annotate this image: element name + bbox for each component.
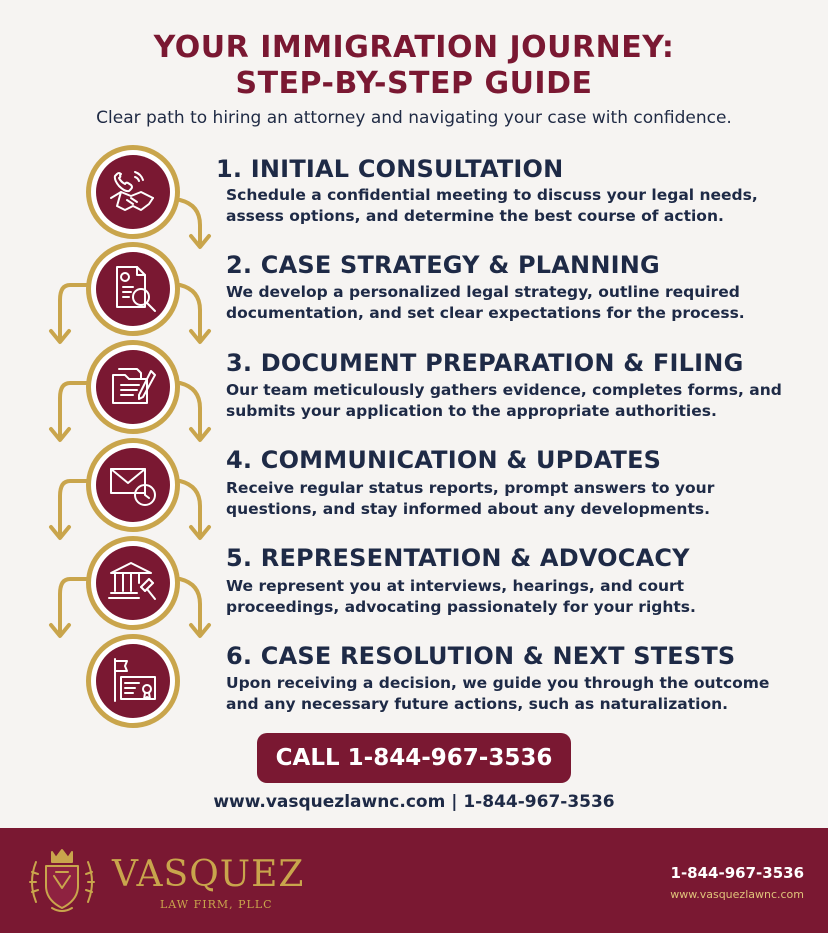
footer-website[interactable]: www.vasquezlawnc.com [670, 888, 804, 901]
step4-desc-line2: questions, and stay informed about any d… [226, 500, 710, 518]
step5-description: We represent you at interviews, hearings… [226, 576, 806, 618]
step1-desc-line1: Schedule a confidential meeting to discu… [226, 186, 758, 204]
step2-description: We develop a personalized legal strategy… [226, 282, 806, 324]
step1-title: 1. INITIAL CONSULTATION [216, 155, 564, 183]
step2-icon-badge [86, 242, 180, 336]
step1-icon-badge [86, 145, 180, 239]
step6-description: Upon receiving a decision, we guide you … [226, 673, 806, 715]
footer-bar: VASQUEZ LAW FIRM, PLLC 1-844-967-3536 ww… [0, 828, 828, 933]
step2-desc-line1: We develop a personalized legal strategy… [226, 283, 740, 301]
step6-desc-line2: and any necessary future actions, such a… [226, 695, 729, 713]
contact-line[interactable]: www.vasquezlawnc.com | 1-844-967-3536 [213, 792, 615, 812]
step3-desc-line2: submits your application to the appropri… [226, 402, 717, 420]
step2-title: 2. CASE STRATEGY & PLANNING [226, 251, 660, 279]
call-button[interactable]: CALL 1-844-967-3536 [257, 733, 571, 783]
step3-desc-line1: Our team meticulously gathers evidence, … [226, 381, 782, 399]
law-firm-emblem-icon [29, 849, 95, 912]
step5-desc-line2: proceedings, advocating passionately for… [226, 598, 696, 616]
document-magnifier-icon [116, 266, 156, 312]
step5-desc-line1: We represent you at interviews, hearings… [226, 577, 685, 595]
step6-title: 6. CASE RESOLUTION & NEXT STESTS [226, 642, 736, 670]
courthouse-gavel-icon [108, 562, 156, 600]
footer-phone[interactable]: 1-844-967-3536 [670, 864, 804, 882]
step3-description: Our team meticulously gathers evidence, … [226, 380, 806, 422]
step4-icon-badge [86, 438, 180, 532]
step4-description: Receive regular status reports, prompt a… [226, 478, 806, 520]
step4-desc-line1: Receive regular status reports, prompt a… [226, 479, 715, 497]
step3-icon-badge [86, 340, 180, 434]
flag-certificate-icon [114, 658, 156, 702]
envelope-clock-icon [110, 468, 156, 506]
step2-desc-line2: documentation, and set clear expectation… [226, 304, 745, 322]
step1-desc-line2: assess options, and determine the best c… [226, 207, 724, 225]
step1-description: Schedule a confidential meeting to discu… [226, 185, 806, 227]
folder-pen-icon [112, 368, 156, 404]
brand-name: VASQUEZ [112, 854, 305, 895]
brand-subtitle: LAW FIRM, PLLC [160, 898, 273, 911]
step6-icon-badge [86, 634, 180, 728]
step4-title: 4. COMMUNICATION & UPDATES [226, 446, 662, 474]
step3-title: 3. DOCUMENT PREPARATION & FILING [226, 349, 744, 377]
page-title-line2: STEP-BY-STEP GUIDE [235, 66, 593, 101]
page-title-line1: YOUR IMMIGRATION JOURNEY: [153, 30, 675, 65]
step5-icon-badge [86, 536, 180, 630]
handshake-phone-icon [110, 171, 154, 211]
step6-desc-line1: Upon receiving a decision, we guide you … [226, 674, 770, 692]
page-subtitle: Clear path to hiring an attorney and nav… [96, 108, 732, 128]
step5-title: 5. REPRESENTATION & ADVOCACY [226, 544, 690, 572]
